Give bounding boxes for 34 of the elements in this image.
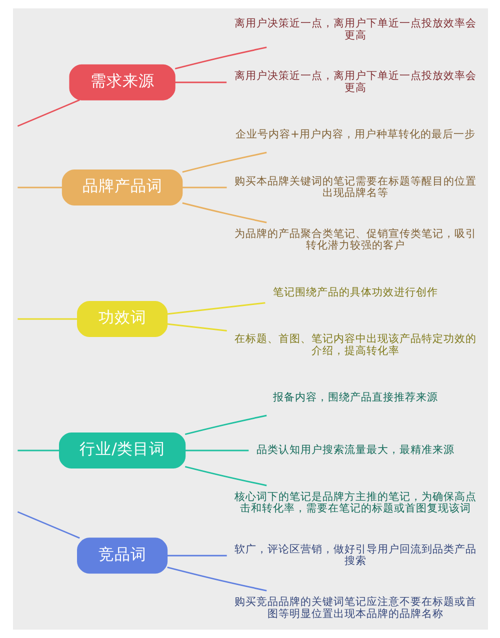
connector xyxy=(174,46,266,70)
connector xyxy=(17,450,59,452)
node-text: 离用户决策近一点，离用户下单近一点投放效率会更高 xyxy=(234,16,476,42)
connector xyxy=(166,566,266,592)
node-box: 竞品词 xyxy=(76,538,168,574)
node-box: 行业/类目词 xyxy=(58,432,186,468)
node-text: 购买竞品品牌的关键词笔记应注意不要在标题或首图等明显位置出现本品牌的品牌名称 xyxy=(234,595,476,620)
connector xyxy=(182,186,226,188)
node-text: 核心词下的笔记是品牌方主推的笔记，为确保高点击和转化率，需要在笔记的标题或首图复现该词 xyxy=(234,490,476,515)
node-text: 品类认知用户搜索流量最大，最精准来源 xyxy=(256,443,454,456)
node-text: 购买本品牌关键词的笔记需要在标题等醒目的位置出现品牌名等 xyxy=(234,174,476,200)
node-box: 功效词 xyxy=(76,300,168,338)
node-text: 企业号内容+用户内容，用户种草转化的最后一步 xyxy=(235,128,476,141)
connector xyxy=(182,202,266,224)
connector xyxy=(182,152,266,173)
connector xyxy=(166,302,265,315)
connector xyxy=(184,450,248,452)
connector xyxy=(184,466,266,486)
connector xyxy=(166,323,226,332)
node-text: 报备内容，围绕产品直接推荐来源 xyxy=(272,390,438,404)
node-text: 离用户决策近一点，离用户下单近一点投放效率会更高 xyxy=(234,69,476,94)
node-box: 需求来源 xyxy=(68,64,175,100)
connector xyxy=(166,554,226,556)
connector xyxy=(17,186,62,188)
connector xyxy=(16,99,80,127)
node-box: 品牌产品词 xyxy=(61,170,182,206)
connector xyxy=(174,82,226,84)
node-text: 在标题、首图、笔记内容中出现该产品特定功效的介绍，提高转化率 xyxy=(234,332,476,357)
node-text: 软广，评论区营销，做好引导用户回流到品类产品搜索 xyxy=(234,542,476,568)
connector xyxy=(184,414,266,436)
node-text: 为品牌的产品聚合类笔记、促销宣传类笔记，吸引转化潜力较强的客户 xyxy=(234,226,476,252)
connector xyxy=(17,318,77,320)
connector xyxy=(16,511,80,539)
node-text: 笔记围绕产品的具体功效进行创作 xyxy=(272,285,438,298)
